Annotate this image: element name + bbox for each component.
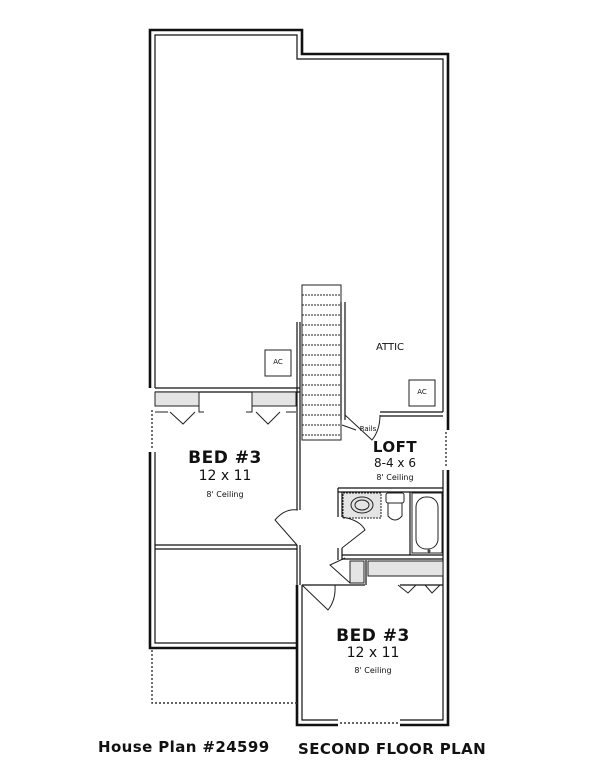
door-linen	[329, 557, 351, 584]
bathtub	[411, 492, 443, 554]
bed-left-dims: 12 x 11	[198, 468, 252, 484]
closet-shelf-right	[367, 560, 444, 577]
exterior-wall	[148, 28, 450, 430]
bed-right-title: BED #3	[336, 626, 410, 646]
ac-label-2: AC	[417, 388, 427, 396]
toilet-bowl	[387, 503, 403, 521]
attic-door	[344, 414, 381, 441]
toilet-tank	[385, 492, 405, 504]
closet-door-left-2	[255, 411, 281, 425]
sink	[350, 496, 374, 514]
linen-closet	[349, 560, 365, 584]
ac-label-1: AC	[273, 358, 283, 366]
rails-label: Rails	[359, 425, 377, 433]
exterior-wall-inner	[154, 34, 444, 412]
closet-shelf-left-2	[251, 391, 297, 407]
left-wall-lower	[148, 452, 297, 650]
bed-right-ceiling: 8' Ceiling	[354, 666, 392, 675]
staircase	[301, 284, 346, 441]
right-wall-lower	[400, 470, 450, 727]
door-bed-left	[274, 509, 299, 546]
ac-unit-2	[408, 379, 436, 407]
loft-ceiling: 8' Ceiling	[376, 473, 414, 482]
ac-unit-1	[264, 349, 292, 377]
lower-roof-outline	[151, 650, 298, 704]
bed-right-dims: 12 x 11	[346, 645, 400, 661]
floor-plan-caption: SECOND FLOOR PLAN	[298, 740, 487, 758]
rails-pointer	[341, 424, 357, 431]
plan-number-caption: House Plan #24599	[98, 738, 270, 756]
door-bed-right	[301, 584, 336, 611]
closet-shelf-left-1	[154, 391, 200, 407]
door-bathroom	[341, 516, 366, 549]
closet-door-left-1	[169, 411, 196, 425]
attic-label: ATTIC	[375, 342, 405, 353]
bed-left-title: BED #3	[188, 448, 262, 468]
bed-left-ceiling: 8' Ceiling	[206, 490, 244, 499]
loft-dims: 8-4 x 6	[374, 456, 416, 470]
loft-title: LOFT	[372, 438, 418, 456]
closet-door-right-1	[397, 584, 417, 594]
closet-door-right-2	[424, 584, 441, 594]
